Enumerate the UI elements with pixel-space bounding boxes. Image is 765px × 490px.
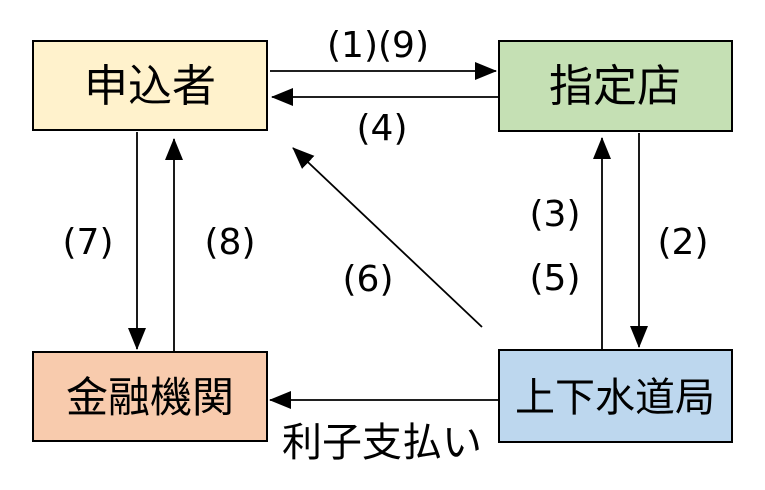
arrow-label-2: (2) (658, 222, 709, 263)
arrow-label-1-9: (1)(9) (327, 25, 429, 66)
node-designated-store-label: 指定店 (549, 61, 681, 112)
arrow-label-6: (6) (343, 259, 394, 300)
node-designated-store: 指定店 (498, 40, 733, 132)
arrow-bureau-to-applicant (292, 147, 483, 328)
arrow-label-interest-payment: 利子支払い (282, 420, 482, 466)
arrow-label-8: (8) (205, 222, 256, 263)
node-water-bureau-box (498, 349, 733, 443)
arrow-label-7: (7) (63, 222, 114, 263)
node-applicant: 申込者 (32, 40, 268, 131)
node-financial-institution-label: 金融機関 (66, 373, 234, 422)
node-designated-store-box (498, 40, 733, 132)
node-water-bureau: 上下水道局 (498, 349, 733, 443)
node-applicant-box (32, 40, 268, 131)
node-financial-institution: 金融機関 (32, 351, 268, 442)
arrow-label-4: (4) (357, 108, 408, 149)
node-water-bureau-label: 上下水道局 (515, 375, 715, 421)
node-applicant-label: 申込者 (84, 61, 216, 112)
arrow-label-3: (3) (530, 194, 581, 235)
node-financial-institution-box (32, 351, 268, 442)
arrow-label-5: (5) (530, 258, 581, 299)
